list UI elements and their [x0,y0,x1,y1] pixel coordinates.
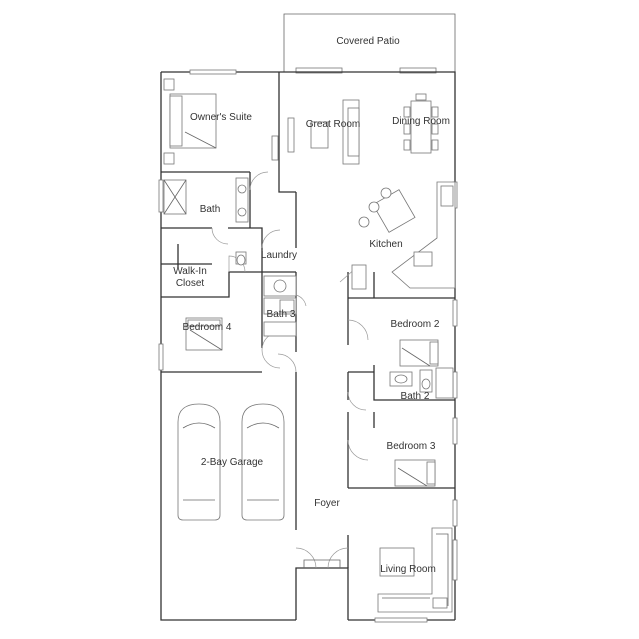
owners-suite-label: Owner's Suite [190,112,252,123]
laundry-fixtures [263,275,297,297]
entry-steps [303,559,341,568]
dining-room-label: Dining Room [392,116,450,127]
laundry-label: Laundry [261,250,297,261]
bedroom-2-label: Bedroom 2 [391,319,440,330]
covered-patio-label: Covered Patio [336,36,400,47]
bath-2-label: Bath 2 [401,391,430,402]
kitchen-fixtures [351,181,456,290]
bedroom-3-bed [394,459,436,487]
kitchen-label: Kitchen [369,239,402,250]
bath-label: Bath [200,204,221,215]
foyer-label: Foyer [314,498,340,509]
living-room-furniture [377,527,453,613]
great-room-label: Great Room [306,119,360,130]
bath-2-fixtures [389,367,454,399]
bedroom-4-bed [185,317,223,351]
living-room-label: Living Room [380,564,436,575]
walk-in-closet-label-line1: Walk-In [173,266,207,277]
owners-suite-furniture [163,78,279,165]
dining-table [403,93,439,154]
garage-label: 2-Bay Garage [201,457,264,468]
great-room-furniture [287,99,360,165]
interior-walls [161,72,455,568]
garage-car-left [177,403,221,521]
owners-bath-fixtures [163,177,249,266]
door-swings [211,171,369,569]
bedroom-3-label: Bedroom 3 [387,441,436,452]
garage-car-right [241,403,285,521]
bath-3-label: Bath 3 [267,309,296,320]
bath-3-fixtures [263,297,297,337]
bedroom-2-bed [399,339,439,367]
covered-patio-area [283,13,456,74]
walk-in-closet-label-line2: Closet [176,278,205,289]
bedroom-4-label: Bedroom 4 [183,322,232,333]
